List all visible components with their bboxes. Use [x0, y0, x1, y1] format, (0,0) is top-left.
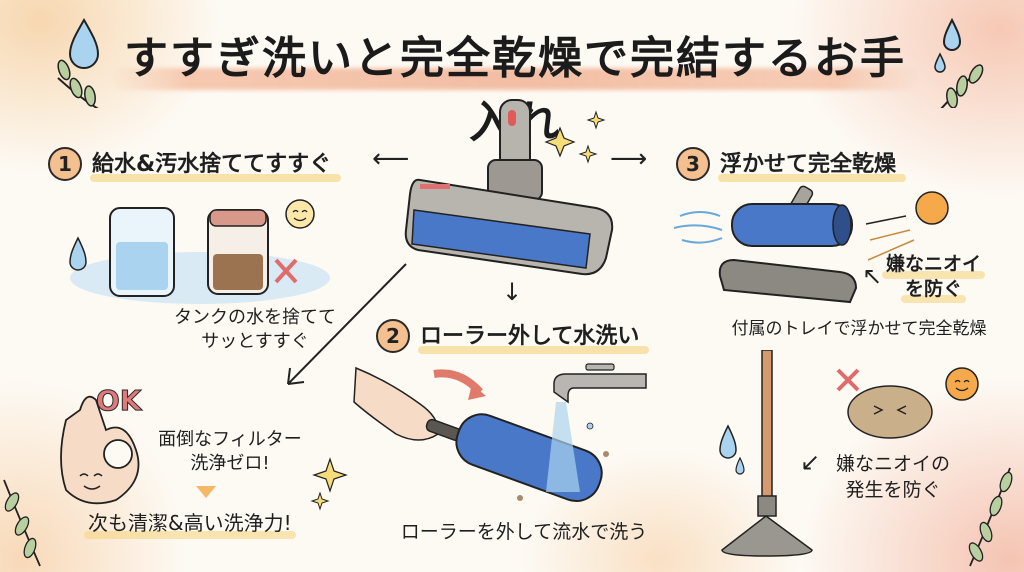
water-tanks-illustration [69, 199, 330, 304]
step-2-heading: 2 ローラー外して水洗い [376, 318, 650, 354]
step-3-callout-line-1: 嫌なニオイ [881, 253, 986, 279]
step-3-label: 浮かせて完全乾燥 [718, 146, 907, 182]
step-1-caption-line-2: サッとすすぐ [201, 331, 309, 353]
step-1-caption: タンクの水を捨てて サッとすすぐ [150, 306, 360, 355]
step-2-caption: ローラーを外して流水で洗う [400, 521, 648, 543]
water-drop-leaf-decoration-top-left [57, 18, 100, 108]
roller-washing-illustration [353, 363, 647, 502]
step-3-caption: 付属のトレイで浮かせて完全乾燥 [731, 319, 987, 339]
odor-benefit-line-2: 発生を防ぐ [845, 478, 941, 501]
down-arrow-icon [196, 486, 216, 498]
result-benefit-text: 次も清潔&高い洗浄力! [84, 511, 296, 539]
arrow-up-left-icon: ↖ [862, 262, 883, 290]
water-drop-leaf-decoration-top-right [934, 18, 984, 108]
drying-stand-illustration [719, 350, 813, 557]
odor-cloud-illustration [836, 367, 979, 439]
step-3-callout: 嫌なニオイ を防ぐ [881, 252, 986, 304]
arrow-down-to-step-2-icon: ↓ [502, 278, 523, 306]
filter-benefit-line-2: 洗浄ゼロ! [190, 453, 270, 475]
filter-benefit-line-1: 面倒なフィルター [158, 429, 302, 450]
arrow-down-left-icon: ↙ [800, 448, 821, 476]
step-1-heading: 1 給水&汚水捨ててすすぐ [48, 146, 342, 182]
arrow-down-left-to-benefits-icon [287, 263, 407, 385]
title-brush-underline [110, 68, 920, 90]
drying-tray-illustration [673, 185, 949, 304]
arrow-left-to-step-1-icon: ⟵ [372, 144, 410, 174]
odor-benefit-line-1: 嫌なニオイの [836, 453, 951, 475]
step-3-callout-line-2: を防ぐ [900, 277, 967, 304]
filter-benefit: 面倒なフィルター 洗浄ゼロ! [150, 428, 310, 477]
vacuum-cleaner-head-illustration [404, 99, 614, 276]
sparkle-icon [310, 457, 348, 511]
step-1-caption-line-1: タンクの水を捨てて [174, 307, 336, 328]
result-benefit: 次も清潔&高い洗浄力! [84, 510, 296, 539]
leaf-decoration-bottom-right [968, 467, 1013, 567]
title-block: すすぎ洗いと完全乾燥で完結するお手入れ [110, 22, 920, 148]
arrow-right-to-step-3-icon: ⟶ [610, 144, 648, 174]
ok-hand-illustration [60, 395, 140, 505]
odor-benefit: 嫌なニオイの 発生を防ぐ [836, 452, 950, 503]
step-2-number: 2 [376, 319, 410, 353]
step-3-heading: 3 浮かせて完全乾燥 [676, 146, 907, 182]
ok-badge: OK [96, 384, 142, 418]
step-1-label: 給水&汚水捨ててすすぐ [90, 146, 342, 182]
step-3-number: 3 [676, 147, 710, 181]
step-2-label: ローラー外して水洗い [418, 318, 650, 354]
step-1-number: 1 [48, 147, 82, 181]
leaf-decoration-bottom-left [3, 479, 41, 567]
